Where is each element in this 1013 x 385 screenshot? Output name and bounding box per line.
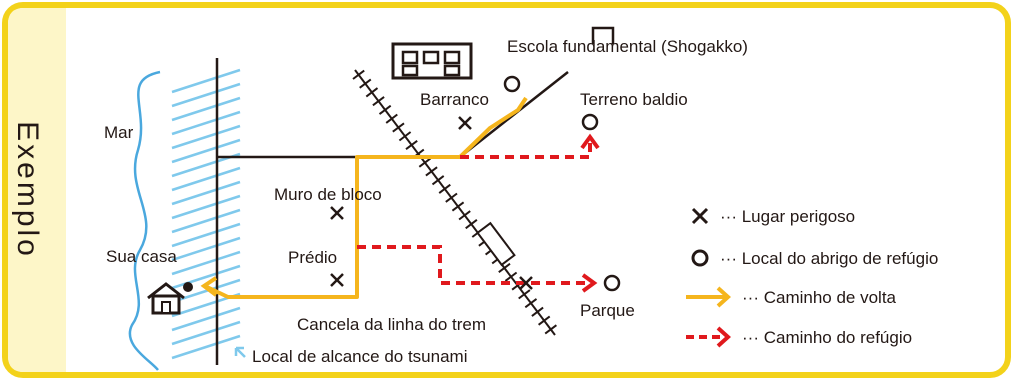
shelter-circle-icon	[503, 75, 521, 93]
cliff-label: Barranco	[420, 90, 489, 109]
school-map-symbol-icon	[591, 26, 615, 44]
shelter-circle-icon	[603, 274, 621, 292]
legend-danger-label: ··· Lugar perigoso	[720, 207, 855, 226]
railway-tie	[431, 175, 445, 186]
danger-x-icon	[330, 206, 344, 220]
railway-tie	[418, 157, 432, 168]
home-location-dot	[183, 282, 193, 292]
danger-x-icon	[458, 116, 472, 130]
danger-x-icon	[330, 273, 344, 287]
panel-border	[2, 2, 1011, 378]
coastline	[128, 70, 161, 371]
building-label: Prédio	[288, 248, 337, 267]
block-wall-label: Muro de bloco	[274, 185, 382, 204]
legend-evacuation-route-label: ··· Caminho do refúgio	[742, 328, 912, 347]
vacant-lot-label: Terreno baldio	[580, 90, 688, 109]
railway-tie	[498, 262, 511, 273]
tsunami-zone-hatch	[171, 68, 241, 360]
legend-shelter-label: ··· Local do abrigo de refúgio	[720, 249, 938, 268]
railway-tie	[385, 113, 398, 124]
train-icon	[476, 221, 516, 267]
railway-tie	[392, 122, 405, 133]
railway-tie	[352, 69, 365, 80]
railway-tie	[365, 87, 379, 98]
legend-evacuation-route-icon	[686, 326, 731, 348]
school-building-icon	[391, 42, 473, 80]
legend-return-route-icon	[686, 286, 731, 308]
sea-label: Mar	[104, 123, 134, 142]
shelter-circle-icon	[581, 113, 599, 131]
railway-tie	[378, 104, 392, 115]
railway-tie	[438, 183, 451, 194]
railway-tie	[405, 140, 418, 150]
park-label: Parque	[580, 301, 635, 320]
legend-shelter-icon	[691, 249, 709, 267]
railway-tie	[465, 219, 478, 230]
railway-tie	[504, 271, 518, 282]
school-label: Escola fundamental (Shogakko)	[507, 37, 748, 56]
railway-tie	[359, 78, 372, 89]
tsunami-pointer-arrow	[234, 346, 246, 358]
evacuation-arrowhead-right	[581, 273, 598, 293]
railway-tie	[544, 324, 558, 335]
railway-tie	[518, 289, 531, 300]
home-icon	[147, 282, 185, 315]
side-panel	[8, 8, 66, 372]
legend-return-route-label: ··· Caminho de volta	[742, 288, 897, 307]
railway-tie	[425, 166, 438, 177]
evacuation-route-to-vacant-lot	[460, 140, 592, 159]
tsunami-reach-label: Local de alcance do tsunami	[252, 347, 467, 366]
return-route-arrowhead	[200, 276, 218, 297]
home-label: Sua casa	[106, 247, 177, 266]
legend-danger-icon	[691, 207, 709, 225]
danger-x-icon	[519, 276, 533, 290]
evacuation-arrowhead-up	[580, 133, 600, 150]
railway-tie	[451, 201, 465, 212]
railway-tie	[445, 192, 458, 203]
railway-tie	[398, 131, 412, 142]
railway-tie	[372, 96, 385, 107]
crossing-label: Cancela da linha do trem	[297, 315, 486, 334]
railway-tie	[524, 298, 538, 309]
railway-tie	[531, 306, 544, 317]
legend: ··· Lugar perigoso ··· Local do abrigo d…	[686, 207, 938, 348]
railway-tie	[458, 210, 471, 221]
side-label: Exemplo	[11, 121, 44, 259]
railway-tie	[537, 315, 551, 326]
return-route-line	[206, 96, 528, 299]
